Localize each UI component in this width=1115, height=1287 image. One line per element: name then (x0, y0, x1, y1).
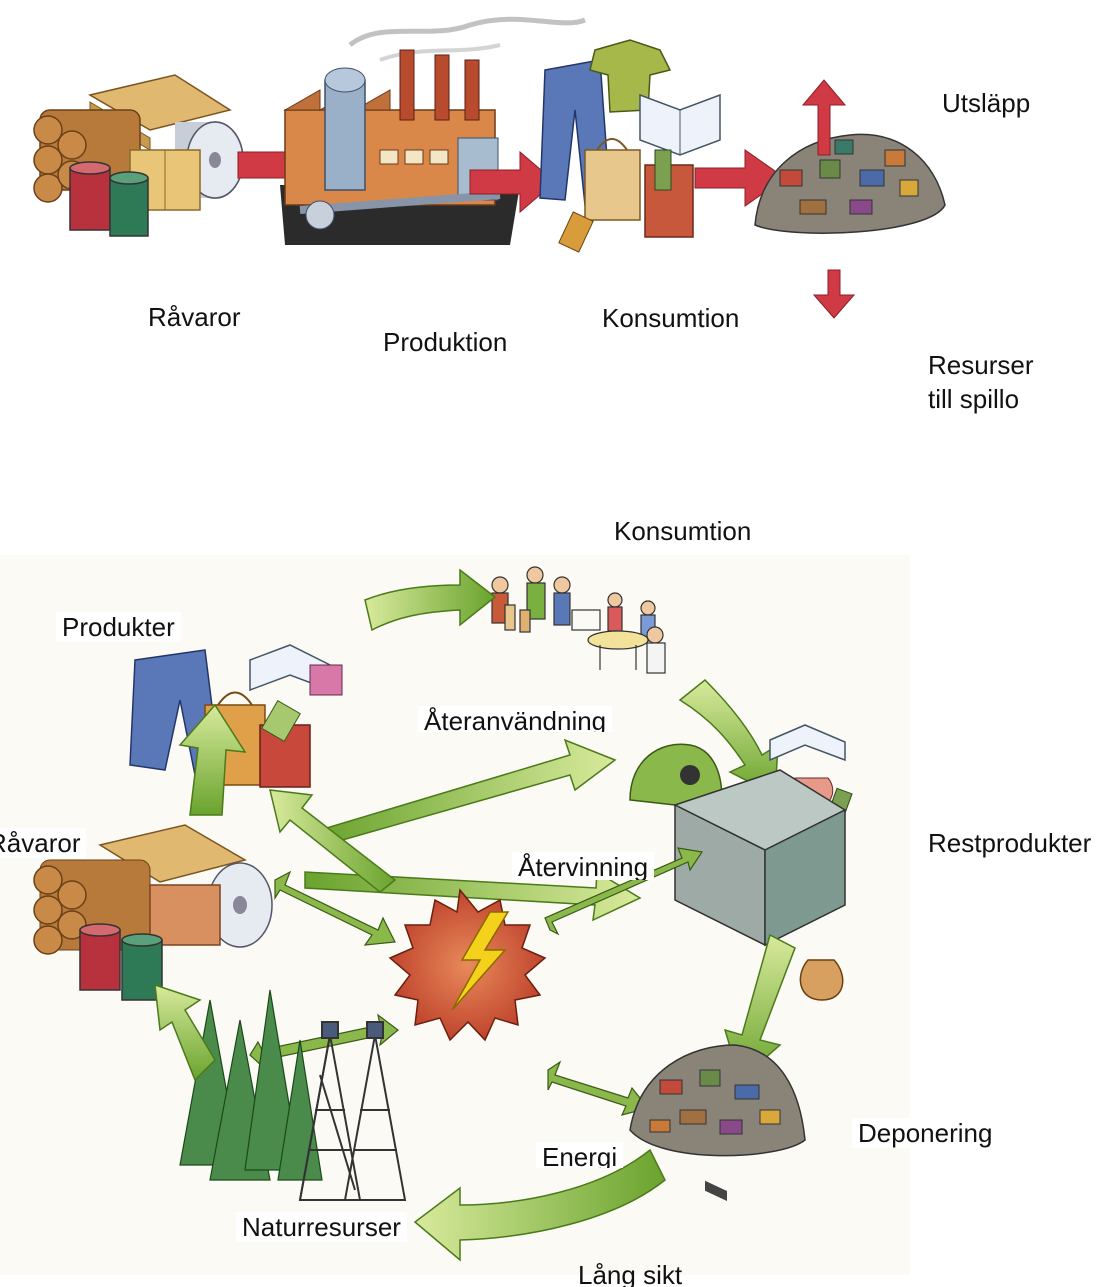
consumer-goods-illustration-top (539, 39, 721, 253)
arrow-reuse (319, 738, 617, 846)
waste-down-arrow (812, 269, 856, 319)
waste-pile-illustration-top (754, 133, 946, 234)
factory-illustration (280, 16, 586, 245)
recycling-station-illustration (629, 743, 847, 1202)
consumers-illustration (491, 566, 666, 674)
landfill-illustration (629, 1044, 806, 1157)
sack-illustration (799, 959, 844, 1001)
label-long-term: Lång sikt (578, 1260, 683, 1287)
label-production: Produktion (383, 327, 508, 357)
label-emissions: Utsläpp (942, 88, 1031, 118)
emission-up-arrow (801, 79, 847, 156)
arrow-nature-to-raw (154, 983, 216, 1082)
arrow-products-to-consumption (364, 568, 497, 632)
oil-derricks-illustration (298, 1021, 407, 1201)
forest-illustration (179, 989, 323, 1181)
arrow-raw-to-products (178, 703, 247, 816)
label-raw-materials-cycle: Råvaror (0, 828, 87, 858)
label-raw-materials-top: Råvaror (148, 302, 241, 332)
label-energy: Energi (536, 1142, 624, 1168)
label-reuse: Återanvändning (418, 706, 613, 732)
label-consumption-cycle: Konsumtion (608, 516, 758, 546)
label-wasted-resources-line1: Resurser (928, 350, 1034, 380)
label-wasted-resources-line2: till spillo (928, 384, 1020, 414)
label-landfill: Deponering (852, 1118, 999, 1148)
energy-sun-illustration (388, 888, 547, 1042)
arrow-production-to-consumption (469, 150, 556, 214)
raw-materials-illustration-bottom (33, 824, 273, 1001)
raw-materials-illustration-top (33, 74, 244, 237)
label-products: Produkter (56, 612, 181, 642)
arrow-long-term (413, 1148, 666, 1262)
arrow-consumption-to-residual (678, 678, 779, 797)
label-residual-products: Restprodukter (928, 828, 1092, 858)
label-recycling: Återvinning (512, 852, 655, 880)
arrow-recycling-to-products (269, 789, 397, 893)
label-natural-resources: Naturresurser (236, 1212, 407, 1242)
label-consumption-top: Konsumtion (602, 303, 740, 333)
lightning-icon (451, 911, 510, 1011)
